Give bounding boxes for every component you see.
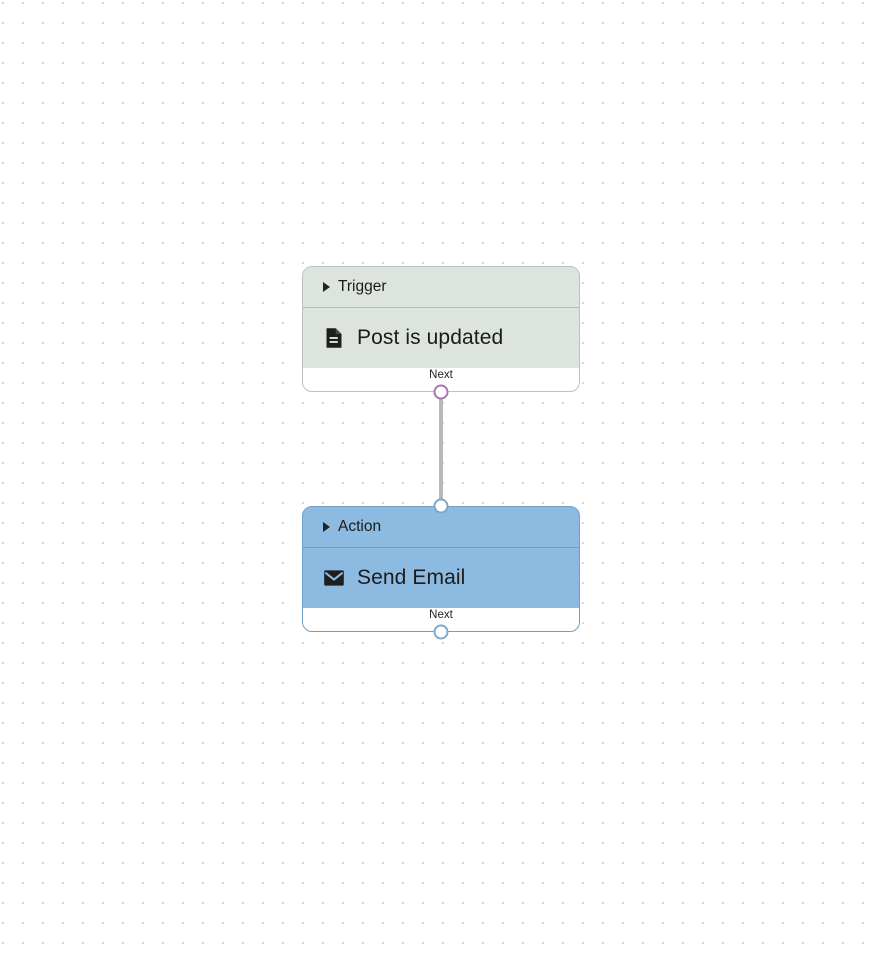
port-action-output[interactable]: [433, 624, 449, 640]
node-trigger-header[interactable]: Trigger: [303, 267, 579, 308]
node-action-header-label: Action: [338, 518, 382, 535]
node-action-footer-label: Next: [429, 609, 453, 621]
node-action-footer: Next: [303, 608, 579, 631]
node-action-body: Action Send Email Next: [302, 506, 580, 632]
node-trigger-header-label: Trigger: [338, 278, 387, 295]
node-trigger-body: Trigger Post is updated Next: [302, 266, 580, 392]
disclosure-triangle-icon[interactable]: [323, 282, 330, 292]
node-action-title: Send Email: [357, 566, 466, 589]
node-action[interactable]: Action Send Email Next: [302, 498, 580, 640]
node-trigger-footer-label: Next: [429, 369, 453, 381]
port-action-input[interactable]: [433, 498, 449, 514]
disclosure-triangle-icon[interactable]: [323, 522, 330, 532]
node-trigger-main[interactable]: Post is updated: [303, 308, 579, 368]
node-trigger-footer: Next: [303, 368, 579, 391]
port-trigger-output[interactable]: [433, 384, 449, 400]
envelope-icon: [321, 565, 347, 591]
node-action-header[interactable]: Action: [303, 507, 579, 548]
document-icon: [321, 325, 347, 351]
node-trigger-title: Post is updated: [357, 326, 504, 349]
node-trigger[interactable]: Trigger Post is updated Next: [302, 266, 580, 400]
node-action-main[interactable]: Send Email: [303, 548, 579, 608]
